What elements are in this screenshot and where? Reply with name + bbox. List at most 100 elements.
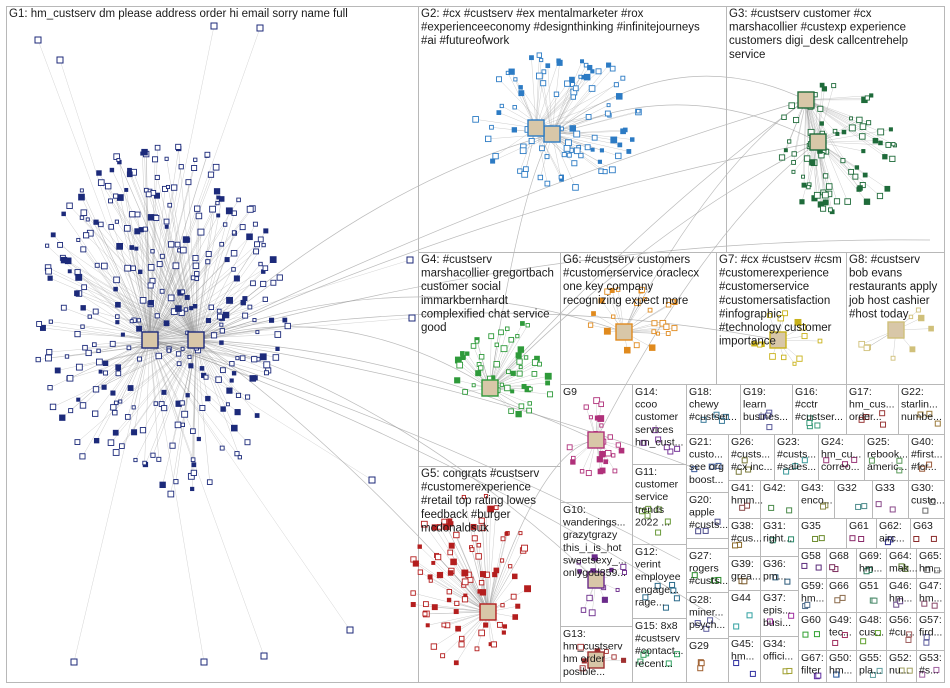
node xyxy=(823,192,829,198)
node xyxy=(492,376,495,379)
node xyxy=(605,111,610,116)
node xyxy=(135,247,138,250)
node xyxy=(598,416,604,422)
node xyxy=(587,595,592,600)
node xyxy=(270,257,276,263)
node xyxy=(97,349,100,352)
node xyxy=(779,155,784,160)
node xyxy=(750,671,755,676)
node xyxy=(160,482,165,487)
group-label-line: rage... xyxy=(635,596,665,608)
node xyxy=(584,405,588,409)
hub-node xyxy=(544,126,560,142)
group-label-line: #customerexperience xyxy=(421,482,531,494)
group-label-line: engage... xyxy=(635,584,679,596)
node xyxy=(111,405,116,410)
node xyxy=(142,149,148,155)
group-label-line: G27: xyxy=(689,550,712,562)
cluster-g42 xyxy=(769,505,792,512)
group-label-line: G68 xyxy=(829,550,849,562)
node xyxy=(57,57,63,63)
node xyxy=(164,321,169,326)
node xyxy=(614,83,618,87)
node xyxy=(797,356,802,361)
group-label-line: G25: xyxy=(867,436,890,448)
group-label-line: cus... xyxy=(859,627,884,639)
node xyxy=(276,347,279,350)
node xyxy=(180,247,186,253)
node xyxy=(513,615,518,620)
group-label-line: #cctr xyxy=(795,399,818,411)
node xyxy=(148,215,154,221)
node xyxy=(850,536,855,541)
node xyxy=(589,610,595,616)
node xyxy=(767,425,772,430)
node xyxy=(216,201,219,204)
node xyxy=(192,463,196,467)
group-label-line: G15: 8x8 xyxy=(635,620,678,632)
node xyxy=(283,318,287,322)
group-label-line: G67: xyxy=(801,652,824,664)
hub-node xyxy=(482,380,498,396)
node xyxy=(781,355,785,359)
node xyxy=(485,136,490,141)
group-label-line: G31: xyxy=(763,520,786,532)
node xyxy=(247,234,253,240)
node xyxy=(168,491,174,497)
node xyxy=(462,597,467,602)
node xyxy=(217,196,220,199)
node xyxy=(67,203,72,208)
group-label-line: hm... xyxy=(731,651,754,663)
node xyxy=(530,56,534,60)
node xyxy=(151,250,154,253)
node xyxy=(600,424,603,427)
node xyxy=(586,114,591,119)
node xyxy=(823,174,827,178)
node xyxy=(845,199,851,205)
node xyxy=(859,537,864,542)
node xyxy=(255,414,259,418)
group-label-line: G7: #cx #custserv #csm xyxy=(719,254,842,266)
node xyxy=(99,370,102,373)
node xyxy=(490,125,494,129)
node xyxy=(81,306,85,310)
node xyxy=(253,222,257,226)
node xyxy=(698,666,703,671)
node xyxy=(864,199,869,204)
group-label-line: G32 xyxy=(837,482,857,494)
node xyxy=(121,333,124,336)
node xyxy=(782,115,787,120)
node xyxy=(909,315,912,318)
node xyxy=(347,627,353,633)
node xyxy=(243,297,247,301)
node xyxy=(491,642,496,647)
group-label-line: G11: xyxy=(635,466,657,478)
group-label-line: rogers xyxy=(689,563,719,575)
node xyxy=(190,307,193,310)
node xyxy=(747,613,752,618)
group-label-line: G69: xyxy=(859,550,882,562)
node xyxy=(247,206,253,212)
node xyxy=(218,314,223,319)
group-label-line: hm... xyxy=(919,593,942,605)
node xyxy=(616,588,619,591)
group-label-line: G37: xyxy=(763,592,786,604)
node xyxy=(81,210,87,216)
node xyxy=(205,152,210,157)
group-label-line: #cu... xyxy=(889,627,915,639)
node xyxy=(269,318,273,322)
node xyxy=(181,347,184,350)
node xyxy=(803,632,808,637)
group-label-line: americ... xyxy=(867,461,907,473)
node xyxy=(148,265,154,271)
node xyxy=(61,257,67,263)
node xyxy=(120,444,125,449)
node xyxy=(520,148,526,154)
node xyxy=(497,111,501,115)
group-label-line: #cx inc... xyxy=(731,461,772,473)
node xyxy=(447,589,451,593)
node xyxy=(206,318,210,322)
node xyxy=(277,275,282,280)
hub-node xyxy=(588,432,604,448)
